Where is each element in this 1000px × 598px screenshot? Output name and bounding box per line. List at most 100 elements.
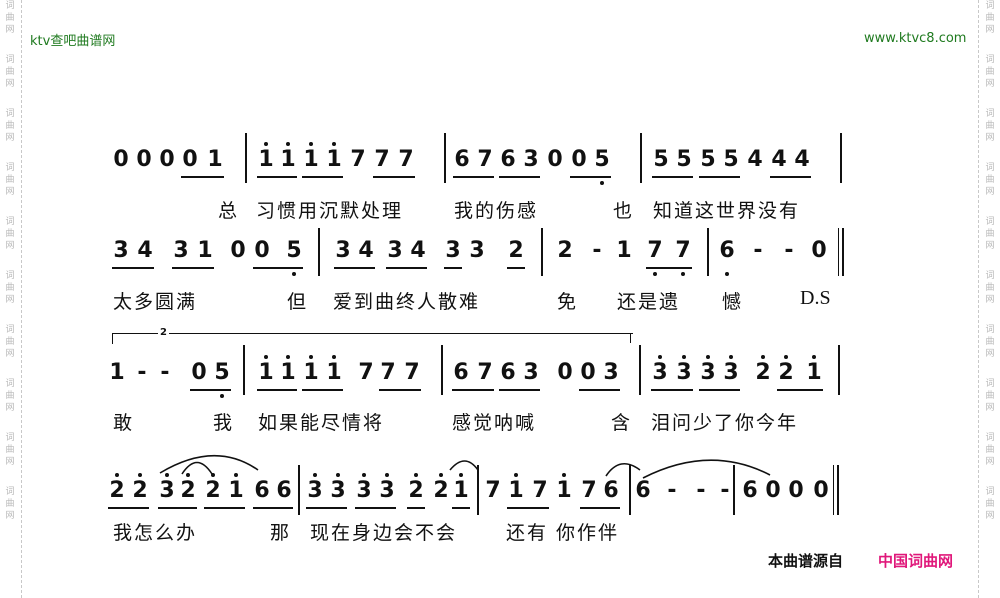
watermark-char: 曲 [985, 283, 995, 293]
lyric-text: 总 [218, 200, 240, 222]
note: 3 [523, 360, 539, 385]
site-url[interactable]: www.ktvc8.com [864, 31, 967, 46]
eighth-underline [570, 176, 611, 178]
note: 6 [742, 478, 758, 503]
watermark-char: 网 [985, 403, 995, 413]
barline [541, 228, 543, 276]
watermark-char: 曲 [5, 229, 15, 239]
note: 3 [676, 360, 692, 385]
eighth-underline [453, 176, 494, 178]
watermark-char: 网 [985, 133, 995, 143]
eighth-underline [777, 389, 823, 391]
eighth-underline [302, 176, 343, 178]
high-octave-dot [706, 355, 710, 359]
dal-segno-mark: D.S [800, 287, 831, 309]
low-octave-dot [220, 394, 224, 398]
note: 3 [652, 360, 668, 385]
note: 0 [571, 147, 587, 172]
site-name[interactable]: ktv查吧曲谱网 [30, 34, 116, 49]
eighth-underline [507, 267, 525, 269]
note: 4 [410, 238, 426, 263]
final-barline [838, 228, 839, 276]
eighth-underline [204, 507, 245, 509]
final-barline [833, 465, 834, 515]
watermark-char: 词 [985, 217, 995, 227]
lyric-text: 知道这世界没有 [653, 200, 801, 222]
watermark-group: 词曲网 [985, 324, 994, 360]
note: 1 [228, 478, 244, 503]
lyric-text: 爱到曲终人散难 [333, 291, 481, 313]
left-dashed-border [21, 0, 22, 598]
watermark-char: 曲 [985, 13, 995, 23]
watermark-char: 网 [985, 241, 995, 251]
lyric-text: 免 [557, 291, 579, 313]
note: 5 [594, 147, 610, 172]
note: 0 [254, 238, 270, 263]
volta-number: 2 [158, 327, 169, 338]
lyric-text: 还是遗 [617, 291, 681, 313]
watermark-char: 网 [985, 457, 995, 467]
note: 3 [307, 478, 323, 503]
eighth-underline [499, 389, 540, 391]
source-site-link[interactable]: 中国词曲网 [878, 552, 954, 570]
lyric-text: 含 [611, 412, 633, 434]
note: 7 [477, 360, 493, 385]
high-octave-dot [264, 355, 268, 359]
eighth-underline [579, 389, 620, 391]
note: 1 [197, 238, 213, 263]
eighth-underline [112, 267, 154, 269]
high-octave-dot [234, 473, 238, 477]
watermark-char: 词 [985, 487, 995, 497]
watermark-char: 网 [5, 241, 15, 251]
watermark-char: 网 [5, 403, 15, 413]
barline [629, 465, 631, 515]
note: 7 [532, 478, 548, 503]
watermark-char: 词 [5, 325, 15, 335]
lyric-text: 你作伴 [556, 522, 620, 544]
note: 0 [811, 238, 827, 263]
note: 7 [485, 478, 501, 503]
watermark-char: 词 [985, 55, 995, 65]
barline [838, 345, 840, 395]
watermark-char: 网 [985, 25, 995, 35]
watermark-char: 词 [5, 433, 15, 443]
note: - [592, 238, 602, 263]
note: 3 [335, 238, 351, 263]
watermark-char: 曲 [5, 499, 15, 509]
watermark-char: 曲 [985, 391, 995, 401]
note: 3 [113, 238, 129, 263]
note: - [696, 478, 706, 503]
high-octave-dot [264, 142, 268, 146]
note: 7 [358, 360, 374, 385]
low-octave-dot [600, 181, 604, 185]
watermark-group: 词曲网 [5, 324, 14, 360]
high-octave-dot [332, 142, 336, 146]
eighth-underline [253, 507, 293, 509]
final-barline [837, 465, 839, 515]
watermark-char: 词 [5, 217, 15, 227]
source-label: 本曲谱源自 [768, 552, 844, 570]
watermark-group: 词曲网 [5, 54, 14, 90]
note: 0 [557, 360, 573, 385]
note: 3 [330, 478, 346, 503]
watermark-char: 曲 [985, 445, 995, 455]
volta-bracket-end [630, 333, 631, 343]
lyric-text: 也 [613, 200, 635, 222]
barline [707, 228, 709, 276]
watermark-group: 词曲网 [5, 162, 14, 198]
eighth-underline [699, 176, 740, 178]
high-octave-dot [336, 473, 340, 477]
eighth-underline [190, 389, 231, 391]
watermark-char: 曲 [5, 283, 15, 293]
note: 6 [603, 478, 619, 503]
note: 6 [454, 147, 470, 172]
barline [298, 465, 300, 515]
note: 3 [356, 478, 372, 503]
high-octave-dot [309, 355, 313, 359]
note: 2 [433, 478, 449, 503]
note: 6 [719, 238, 735, 263]
right-watermark-strip: 词曲网词曲网词曲网词曲网词曲网词曲网词曲网词曲网词曲网词曲网 [980, 0, 1000, 598]
note: 0 [230, 238, 246, 263]
lyric-text: 敢 [113, 412, 135, 434]
